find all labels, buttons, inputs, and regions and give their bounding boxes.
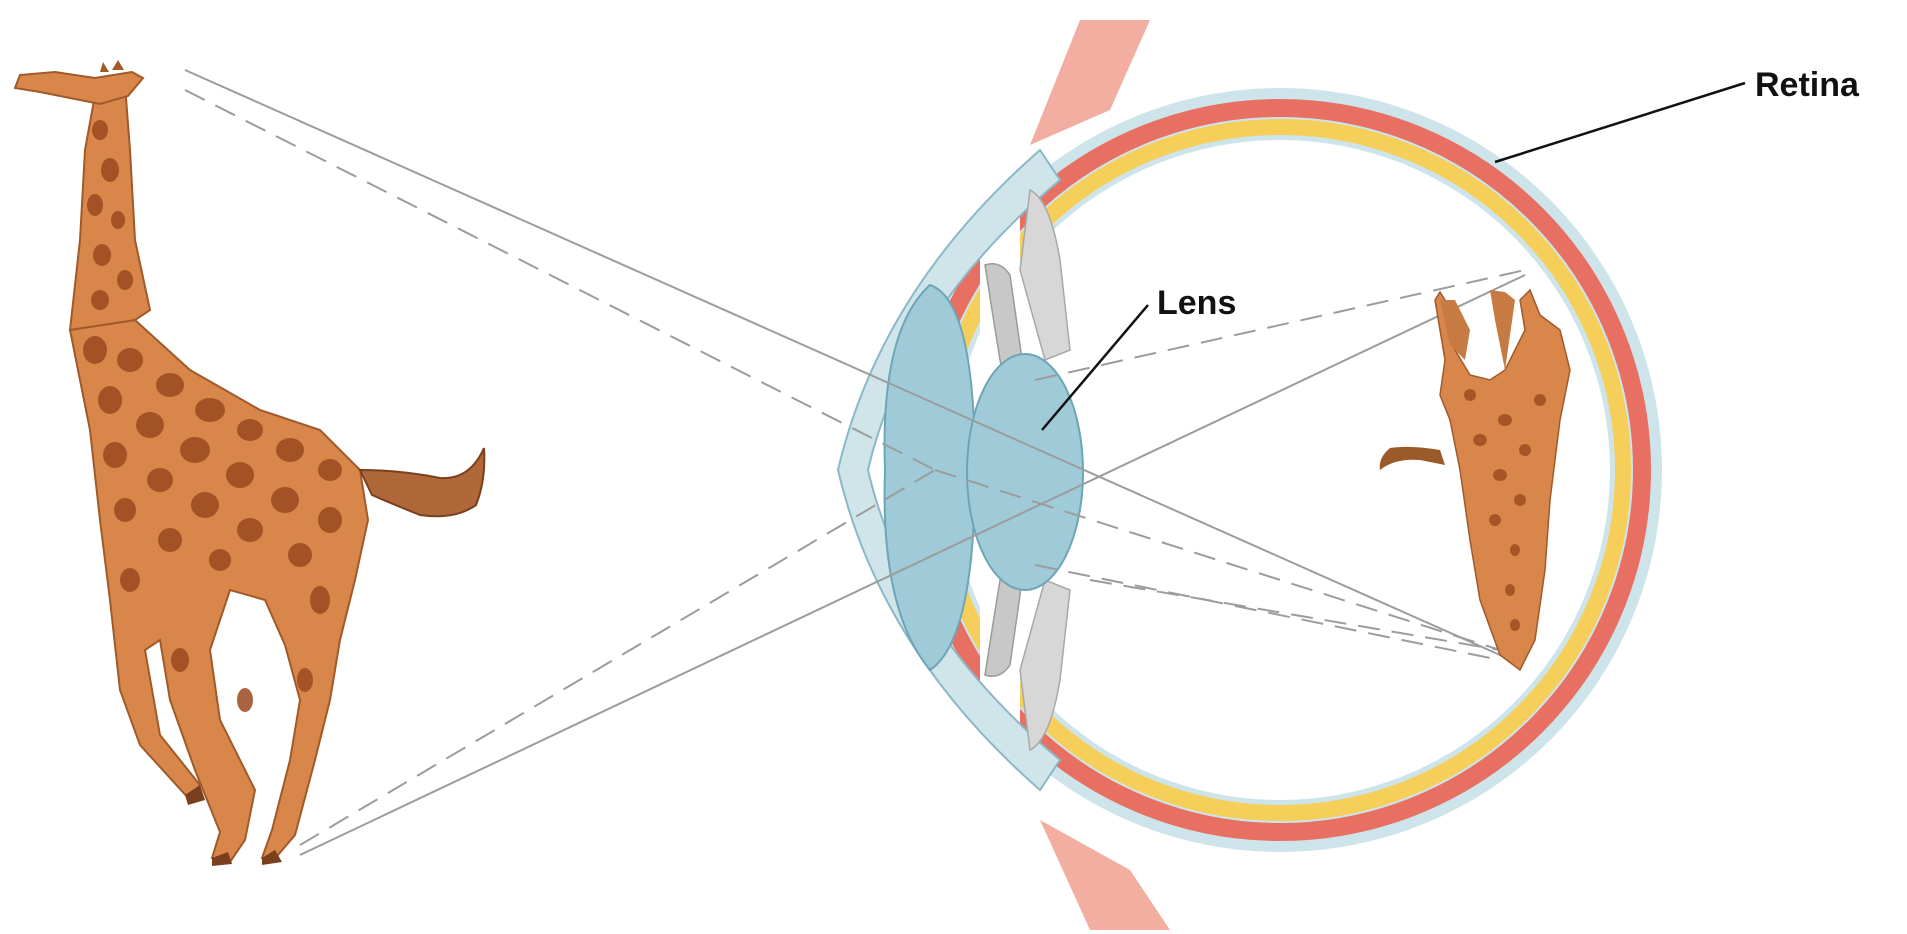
giraffe-upright-icon: [15, 60, 484, 866]
lens-label: Lens: [1157, 284, 1236, 322]
retina-leader-line: [1495, 83, 1745, 162]
retina-callout: Retina: [1495, 66, 1860, 162]
retina-label: Retina: [1755, 66, 1860, 104]
crystalline-lens: [967, 354, 1083, 590]
